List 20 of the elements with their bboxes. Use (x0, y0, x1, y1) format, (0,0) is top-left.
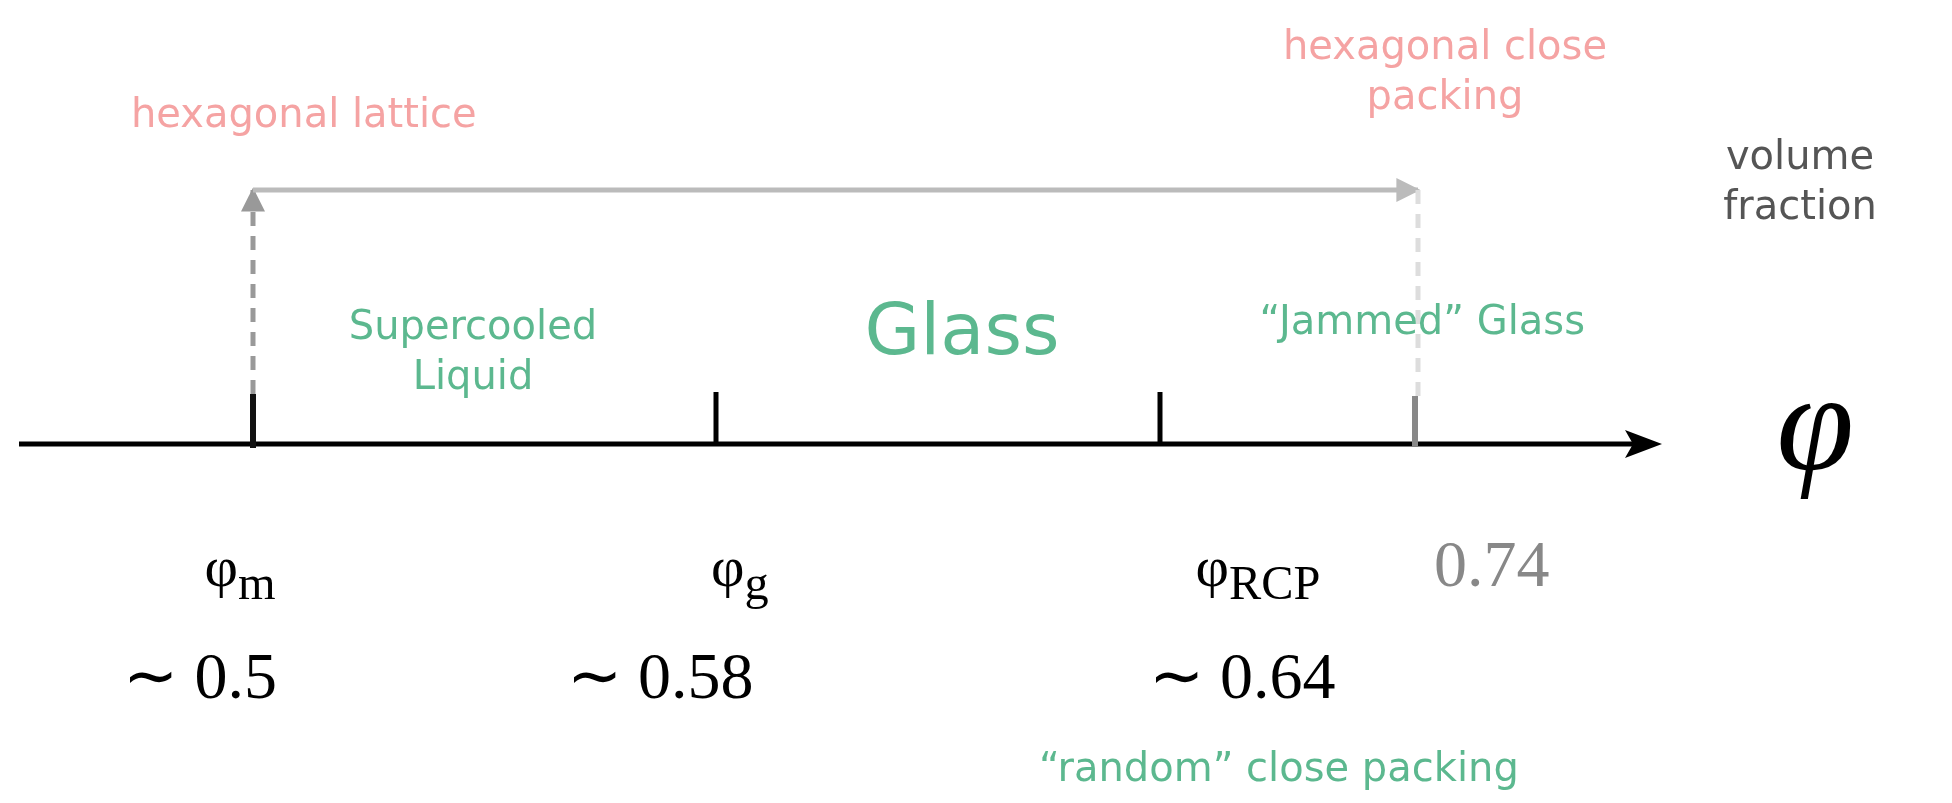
region-label: Glass (864, 290, 1060, 370)
math-symbol: φ$_{g}$ (711, 535, 769, 609)
math-symbol: φ$_{m}$ (204, 535, 276, 609)
tick-mark (1412, 396, 1418, 446)
axis-label: volume fraction (1722, 131, 1878, 230)
value-label: ∼ 0.58 (566, 640, 754, 713)
tick-mark (250, 394, 256, 448)
annotation-text: hexagonal close packing (1282, 21, 1608, 120)
region-label: “Jammed” Glass (1259, 298, 1585, 342)
arrow (253, 178, 1421, 202)
math-symbol: φ$_{RCP}$ (1195, 535, 1321, 609)
dashed-line (1415, 190, 1421, 396)
annotation-text: hexagonal lattice (131, 89, 478, 138)
axis-symbol: φ (1776, 345, 1854, 499)
annotation-text: “random” close packing (1039, 745, 1519, 789)
dashed-arrow (241, 187, 265, 394)
region-label: Supercooled Liquid (347, 301, 599, 400)
value-label: ∼ 0.64 (1148, 640, 1336, 713)
value-label: 0.74 (1434, 528, 1550, 601)
value-label: ∼ 0.5 (123, 640, 277, 713)
